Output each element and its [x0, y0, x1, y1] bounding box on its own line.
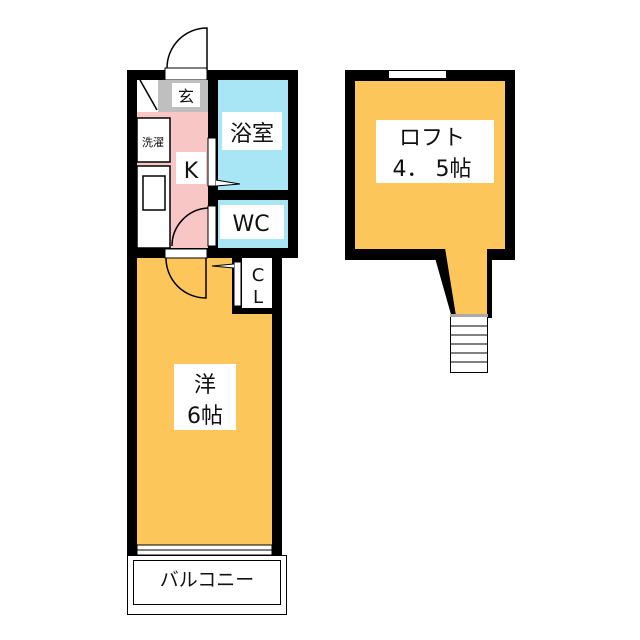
laundry-label: 洗濯	[142, 136, 164, 149]
western-room-label: 洋	[194, 373, 216, 398]
loft-window	[389, 71, 446, 78]
wc-label: WC	[232, 212, 269, 237]
genkan-label: 玄	[178, 87, 194, 106]
bath-door	[207, 137, 217, 187]
loft-label: ロフト	[399, 126, 465, 151]
kitchen-label: K	[184, 159, 199, 184]
main-unit: 玄 K 洗濯 浴室 WC C L 洋 6帖	[127, 27, 298, 615]
closet-label-l: L	[253, 287, 263, 308]
loft: ロフト 4． 5帖	[345, 70, 515, 373]
western-room-size: 6帖	[187, 404, 223, 429]
balcony-label: バルコニー	[160, 569, 255, 591]
laundry-space	[136, 117, 171, 163]
closet-label-c: C	[252, 265, 265, 286]
entrance-door	[164, 67, 208, 81]
sink	[142, 175, 166, 211]
room-door	[164, 248, 208, 259]
closet-door	[233, 261, 242, 307]
wc-door	[207, 205, 217, 247]
bathroom-label: 浴室	[230, 122, 274, 147]
loft-ladder	[450, 314, 488, 373]
entrance-door-swing	[166, 27, 208, 70]
loft-size: 4． 5帖	[393, 157, 472, 182]
closet	[242, 258, 272, 308]
